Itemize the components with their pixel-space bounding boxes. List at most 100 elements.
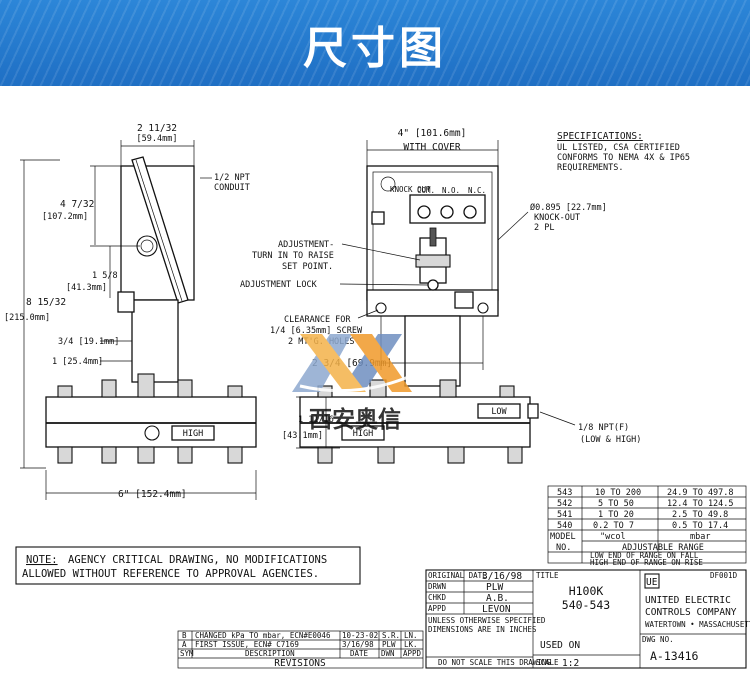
appd-value: LEVON bbox=[482, 604, 511, 615]
left-cover-panel bbox=[131, 156, 189, 304]
note-line-1: AGENCY CRITICAL DRAWING, NO MODIFICATION… bbox=[68, 554, 327, 566]
revision-row: A FIRST ISSUE, ECN# C7169 3/16/98 PLW LK… bbox=[182, 640, 418, 649]
switch-label-knockout: KNOCK OUT bbox=[390, 185, 431, 194]
revision-sym: B bbox=[182, 631, 187, 640]
mount-hole-left bbox=[375, 302, 387, 314]
range-mbar: 12.4 TO 124.5 bbox=[667, 499, 734, 509]
range-model: 540 bbox=[557, 521, 572, 531]
rev-header-sym: SYM bbox=[180, 649, 194, 658]
clearance-note-2: 1/4 [6.35mm] SCREW bbox=[270, 326, 363, 336]
scale-value: 1:2 bbox=[562, 658, 579, 669]
right-front-view: KNOCK OUT COM. N.O. N.C. bbox=[240, 128, 641, 464]
clearance-note-1: CLEARANCE FOR bbox=[284, 315, 351, 325]
dwg-no-value: A-13416 bbox=[650, 649, 699, 663]
rev-header-dwn: DWN bbox=[381, 649, 395, 658]
dim-port-height-mm: [43.1mm] bbox=[282, 431, 323, 441]
npt-conduit-size: 1/2 NPT bbox=[214, 173, 250, 183]
banner-stripes bbox=[0, 0, 750, 86]
scale-label: SCALE bbox=[536, 658, 559, 667]
dim-top-width: 2 11/32 bbox=[137, 123, 177, 134]
company-location: WATERTOWN • MASSACHUSETTS bbox=[645, 620, 750, 629]
right-low-tag bbox=[477, 403, 521, 419]
range-no-header: NO. bbox=[556, 543, 571, 553]
banner-title: 尺寸图 bbox=[303, 23, 447, 74]
unless-note-1: UNLESS OTHERWISE SPECIFIED bbox=[428, 616, 546, 625]
right-high-label: HIGH bbox=[353, 429, 373, 439]
range-wcol: 10 TO 200 bbox=[595, 488, 641, 498]
range-row: 541 1 TO 20 2.5 TO 49.8 bbox=[557, 510, 728, 520]
dim-bottom-width: 6" [152.4mm] bbox=[118, 489, 187, 500]
revision-desc: FIRST ISSUE, ECN# C7169 bbox=[195, 640, 299, 649]
note-line-2: ALLOWED WITHOUT REFERENCE TO APPROVAL AG… bbox=[22, 568, 319, 580]
rev-header-date: DATE bbox=[350, 649, 369, 658]
npt-f-ports: (LOW & HIGH) bbox=[580, 435, 641, 445]
drwn-value: PLW bbox=[486, 582, 503, 593]
company-name-2: CONTROLS COMPANY bbox=[645, 607, 737, 618]
range-unit-wcol: "wcol bbox=[600, 532, 626, 542]
range-row: 542 5 TO 50 12.4 TO 124.5 bbox=[557, 499, 734, 509]
dim-total-height: 8 15/32 bbox=[26, 297, 66, 308]
dim-d1: 3/4 [19.1mm] bbox=[58, 337, 119, 347]
orig-date-label: ORIGINAL DATE bbox=[428, 571, 487, 580]
ue-logo-text: UE bbox=[646, 577, 658, 588]
chkd-label: CHKD bbox=[428, 593, 447, 602]
unless-note-2: DIMENSIONS ARE IN INCHES bbox=[428, 625, 537, 634]
switch-label-nc: N.C. bbox=[468, 186, 486, 195]
watermark-logo-icon bbox=[292, 334, 421, 393]
range-wcol: 0.2 TO 7 bbox=[593, 521, 634, 531]
title-block: ORIGINAL DATE 3/16/98 DRWN PLW CHKD A.B.… bbox=[425, 569, 750, 669]
dim-h1-mm: [107.2mm] bbox=[42, 212, 88, 222]
drawing-code: DF001D bbox=[710, 571, 738, 580]
knockout-count: 2 PL bbox=[534, 223, 554, 233]
used-on-label: USED ON bbox=[540, 640, 580, 651]
mount-hole-right bbox=[477, 302, 489, 314]
range-wcol: 5 TO 50 bbox=[598, 499, 634, 509]
company-name-1: UNITED ELECTRIC bbox=[645, 595, 731, 606]
left-high-label: HIGH bbox=[183, 429, 203, 439]
range-mbar: 24.9 TO 497.8 bbox=[667, 488, 734, 498]
left-bottom-bolts bbox=[57, 446, 243, 464]
switch-label-com: COM. bbox=[417, 186, 435, 195]
rev-header-appd: APPD bbox=[403, 649, 422, 658]
spec-line-1: UL LISTED, CSA CERTIFIED bbox=[557, 143, 680, 153]
drwn-label: DRWN bbox=[428, 582, 446, 591]
npt-conduit-label: CONDUIT bbox=[214, 183, 250, 193]
spec-line-3: REQUIREMENTS. bbox=[557, 163, 624, 173]
right-bottom-bolts bbox=[317, 446, 523, 464]
range-model: 543 bbox=[557, 488, 572, 498]
spec-line-2: CONFORMS TO NEMA 4X & IP65 bbox=[557, 153, 690, 163]
dim-with-cover: WITH COVER bbox=[403, 142, 460, 153]
range-row: 543 10 TO 200 24.9 TO 497.8 bbox=[557, 488, 734, 498]
dim-d2: 1 [25.4mm] bbox=[52, 357, 103, 367]
revision-appd: LK. bbox=[404, 640, 418, 649]
title-model: H100K bbox=[569, 584, 604, 598]
range-note-1: LOW END OF RANGE ON FALL bbox=[590, 551, 699, 560]
revision-desc: CHANGED kPa TO mbar, ECN#E0046 bbox=[195, 631, 331, 640]
range-model: 541 bbox=[557, 510, 572, 520]
revision-dwn: S.R. bbox=[382, 631, 400, 640]
right-high-tag bbox=[341, 425, 385, 441]
left-top-bolts bbox=[57, 373, 243, 398]
range-table: 543 10 TO 200 24.9 TO 497.8 542 5 TO 50 … bbox=[547, 485, 747, 567]
dim-mount-spacing: 2 3/4 [69.9mm] bbox=[312, 358, 392, 369]
right-top-bolts bbox=[317, 379, 515, 398]
dim-width: 4" [101.6mm] bbox=[398, 128, 467, 139]
left-side-view: HIGH 2 11/32 [59.4mm] 1/2 NPT CONDUIT 4 … bbox=[4, 123, 257, 500]
range-model-header: MODEL bbox=[550, 532, 576, 542]
dim-h2-mm: [41.3mm] bbox=[66, 283, 107, 293]
knockout-label: KNOCK-OUT bbox=[534, 213, 580, 223]
note-prefix: NOTE: bbox=[26, 554, 58, 566]
dim-h1: 4 7/32 bbox=[60, 199, 94, 210]
ground-symbol bbox=[371, 211, 385, 225]
revisions-table: B CHANGED kPa TO mbar, ECN#E0046 10-23-0… bbox=[177, 630, 424, 669]
spec-heading: SPECIFICATIONS: bbox=[557, 131, 643, 142]
right-low-label: LOW bbox=[491, 407, 507, 417]
adjustment-lock-note: ADJUSTMENT LOCK bbox=[240, 280, 318, 290]
watermark: 西安奥信 bbox=[292, 334, 421, 433]
adjustment-note-3: SET POINT. bbox=[282, 262, 333, 272]
left-high-tag bbox=[171, 425, 215, 441]
switch-label-no: N.O. bbox=[442, 186, 460, 195]
range-mbar: 2.5 TO 49.8 bbox=[672, 510, 728, 520]
dim-h2: 1 5/8 bbox=[92, 271, 118, 281]
